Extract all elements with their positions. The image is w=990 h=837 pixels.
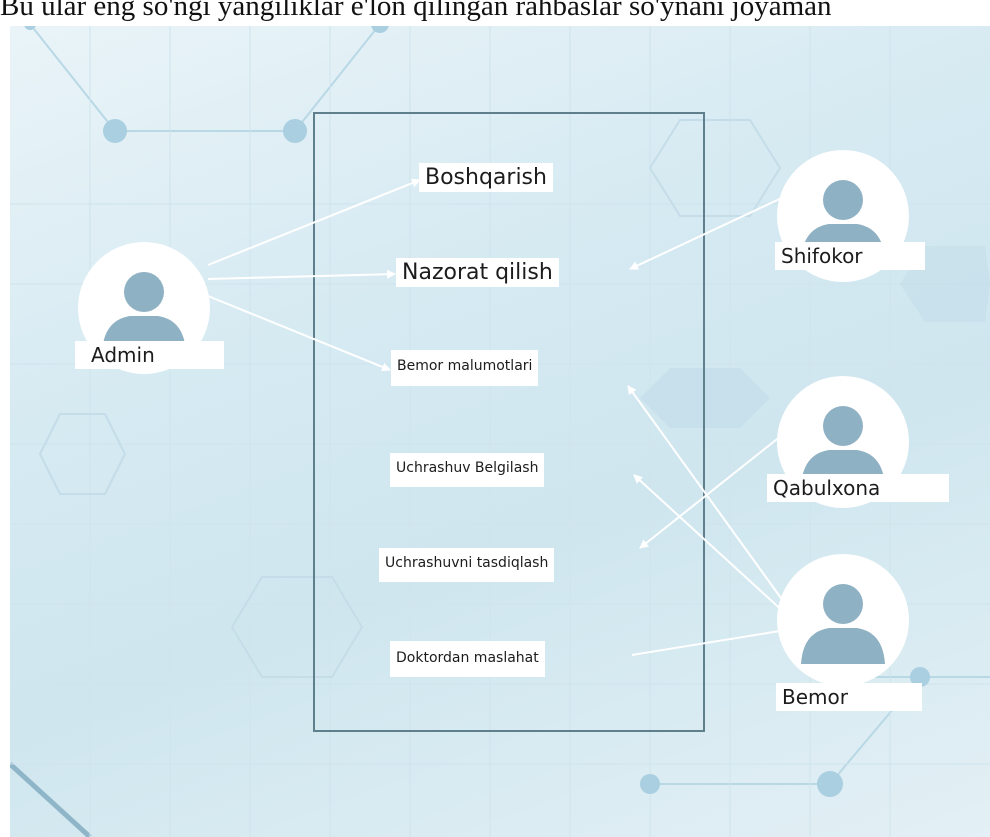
link-qabulxona-tasdiq (639, 431, 787, 549)
use-case-bemor-malumotlari: Bemor malumotlari (391, 350, 539, 386)
link-bemor-uchrashuv (633, 474, 787, 615)
use-case-uchrashuv-belgilash: Uchrashuv Belgilash (390, 453, 545, 487)
system-boundary (313, 112, 705, 732)
diagram-connectors-layer (207, 112, 787, 732)
link-shifokor-nazorat (629, 195, 787, 270)
document-text-line: Bu ular eng so'ngi yangiliklar e'lon qil… (0, 0, 990, 26)
link-bemor-malumot (627, 385, 787, 606)
use-case-nazorat-qilish: Nazorat qilish (396, 258, 559, 287)
link-admin-bemor-malumot (207, 295, 391, 372)
use-case-boshqarish: Boshqarish (419, 163, 553, 192)
user-avatar-icon (777, 554, 909, 686)
link-bemor-maslahat (631, 629, 787, 656)
actor-bemor-label: Bemor (776, 683, 922, 711)
use-case-doktordan-maslahat: Doktordan maslahat (390, 641, 545, 677)
actor-qabulxona-label: Qabulxona (767, 474, 949, 502)
link-admin-nazorat (207, 269, 396, 280)
link-admin-boshqarish (207, 178, 421, 266)
use-case-uchrashuvni-tasdiqlash: Uchrashuvni tasdiqlash (379, 548, 555, 582)
actor-shifokor-label: Shifokor (775, 242, 925, 270)
actor-admin-label: Admin (75, 341, 224, 369)
use-case-diagram: Boshqarish Nazorat qilish Bemor malumotl… (10, 24, 990, 837)
